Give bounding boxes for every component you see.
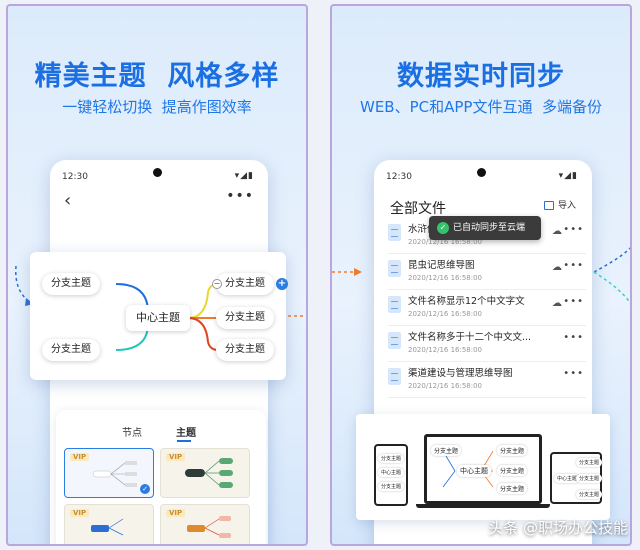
mindmap-file-icon [388, 368, 401, 385]
camera-notch [477, 168, 486, 177]
mini-node: 中心主题 [554, 474, 581, 483]
theme-preview-icon [187, 516, 231, 538]
file-date: 2020/12/16 16:58:00 [408, 274, 483, 282]
add-node-icon[interactable]: + [276, 278, 288, 290]
mini-node: 分支主题 [497, 445, 528, 456]
check-circle-icon: ✓ [437, 222, 449, 234]
theme-thumbnail[interactable]: VIP [64, 504, 154, 544]
selected-check-icon: ✓ [140, 484, 150, 494]
import-button[interactable]: 导入 [543, 198, 576, 211]
branch-node[interactable]: 分支主题 [216, 273, 274, 295]
mini-node: 分支主题 [576, 474, 603, 483]
mini-node: 分支主题 [576, 490, 603, 499]
watermark: 头条 @职场办公技能 [488, 519, 628, 537]
left-subheadline: 一键轻松切换 提高作图效率 [62, 98, 252, 116]
vip-badge: VIP [166, 453, 186, 461]
theme-thumbnail[interactable]: VIP [160, 448, 250, 498]
toast-message: 已自动同步至云端 [453, 223, 526, 233]
mini-node: 分支主题 [497, 465, 528, 476]
theme-thumbnail[interactable]: VIP [160, 504, 250, 544]
sync-toast: ✓ 已自动同步至云端 [429, 216, 541, 240]
mini-node: 分支主题 [576, 458, 603, 467]
collapse-node-icon[interactable]: − [212, 279, 222, 289]
cloud-sync-icon[interactable]: ☁ [552, 298, 562, 309]
cloud-sync-icon[interactable]: ☁ [552, 226, 562, 237]
file-name: 文件名称显示12个中文字文 [408, 296, 525, 307]
more-options-icon[interactable]: ••• [226, 188, 254, 204]
file-list-item[interactable]: 昆虫记思维导图 2020/12/16 16:58:00 ☁ ••• [388, 254, 586, 290]
tablet-device-icon: 中心主题 分支主题 分支主题 分支主题 [550, 452, 603, 504]
vip-badge: VIP [166, 509, 186, 517]
mini-node: 中心主题 [378, 468, 405, 477]
status-time: 12:30 [386, 172, 412, 182]
mini-center-node: 中心主题 [457, 465, 491, 477]
file-date: 2020/12/16 16:58:00 [408, 238, 483, 246]
import-icon [543, 201, 554, 210]
file-date: 2020/12/16 16:58:00 [408, 382, 483, 390]
import-label: 导入 [557, 201, 576, 211]
file-list-item[interactable]: 文件名称多于十二个中文文... 2020/12/16 16:58:00 ••• [388, 326, 586, 362]
file-date: 2020/12/16 16:58:00 [408, 346, 483, 354]
mini-node: 分支主题 [431, 445, 462, 456]
more-options-icon[interactable]: ••• [563, 260, 584, 271]
branch-node[interactable]: 分支主题 [216, 307, 274, 329]
mindmap-file-icon [388, 332, 401, 349]
file-date: 2020/12/16 16:58:00 [408, 310, 483, 318]
file-name: 渠道建设与管理思维导图 [408, 368, 513, 379]
left-promo-panel: 精美主题 风格多样 一键轻松切换 提高作图效率 12:30 ▾◢▮ ‹ ••• … [6, 4, 308, 546]
mindmap-file-icon [388, 296, 401, 313]
page-title: 全部文件 [390, 201, 446, 217]
branch-node[interactable]: 分支主题 [42, 273, 100, 295]
vip-badge: VIP [70, 453, 90, 461]
mini-node: 分支主题 [378, 482, 405, 491]
mini-node: 分支主题 [378, 454, 405, 463]
file-list-item[interactable]: 水浒传 2020/12/16 16:58:00 ☁ ••• [388, 218, 586, 254]
cloud-sync-icon[interactable]: ☁ [552, 262, 562, 273]
left-headline: 精美主题 风格多样 [34, 61, 280, 92]
tab-theme[interactable]: 主题 [176, 428, 196, 439]
back-arrow-icon[interactable]: ‹ [64, 190, 72, 211]
right-subheadline: WEB、PC和APP文件互通 多端备份 [359, 98, 602, 116]
more-options-icon[interactable]: ••• [563, 296, 584, 307]
laptop-base [416, 504, 550, 508]
vip-badge: VIP [70, 509, 90, 517]
multi-device-illustration: 分支主题 中心主题 分支主题 分支主题 中心主题 分支主题 分支主题 分支主题 … [356, 414, 610, 520]
theme-preview-icon [91, 518, 124, 536]
mindmap-canvas[interactable]: 分支主题 分支主题 中心主题 分支主题 分支主题 分支主题 [30, 252, 286, 380]
right-headline: 数据实时同步 [397, 61, 565, 92]
mindmap-file-icon [388, 224, 401, 241]
center-topic-node[interactable]: 中心主题 [126, 305, 190, 331]
signal-battery-icon: ▾◢▮ [234, 171, 254, 181]
status-time: 12:30 [62, 172, 88, 182]
file-name: 文件名称多于十二个中文文... [408, 332, 532, 343]
right-promo-panel: 数据实时同步 WEB、PC和APP文件互通 多端备份 12:30 ▾◢▮ 全部文… [330, 4, 632, 546]
branch-node[interactable]: 分支主题 [216, 339, 274, 361]
camera-notch [153, 168, 162, 177]
mindmap-file-icon [388, 260, 401, 277]
mini-node: 分支主题 [497, 483, 528, 494]
more-options-icon[interactable]: ••• [563, 224, 584, 235]
signal-battery-icon: ▾◢▮ [558, 171, 578, 181]
laptop-device-icon: 分支主题 中心主题 分支主题 分支主题 分支主题 [424, 434, 542, 504]
active-tab-indicator [177, 440, 191, 442]
file-name: 水浒传 [408, 224, 437, 235]
theme-preview-icon [92, 461, 137, 487]
more-options-icon[interactable]: ••• [563, 368, 584, 379]
tab-node[interactable]: 节点 [122, 428, 142, 439]
theme-preview-icon [185, 458, 233, 488]
theme-thumbnail-selected[interactable]: VIP ✓ [64, 448, 154, 498]
file-list-item[interactable]: 渠道建设与管理思维导图 2020/12/16 16:58:00 ••• [388, 362, 586, 398]
more-options-icon[interactable]: ••• [563, 332, 584, 343]
style-panel: 节点 主题 VIP ✓ VIP VIP [56, 410, 266, 544]
file-list-item[interactable]: 文件名称显示12个中文字文 2020/12/16 16:58:00 ☁ ••• [388, 290, 586, 326]
file-name: 昆虫记思维导图 [408, 260, 475, 271]
branch-node[interactable]: 分支主题 [42, 339, 100, 361]
phone-device-icon: 分支主题 中心主题 分支主题 [374, 444, 408, 506]
